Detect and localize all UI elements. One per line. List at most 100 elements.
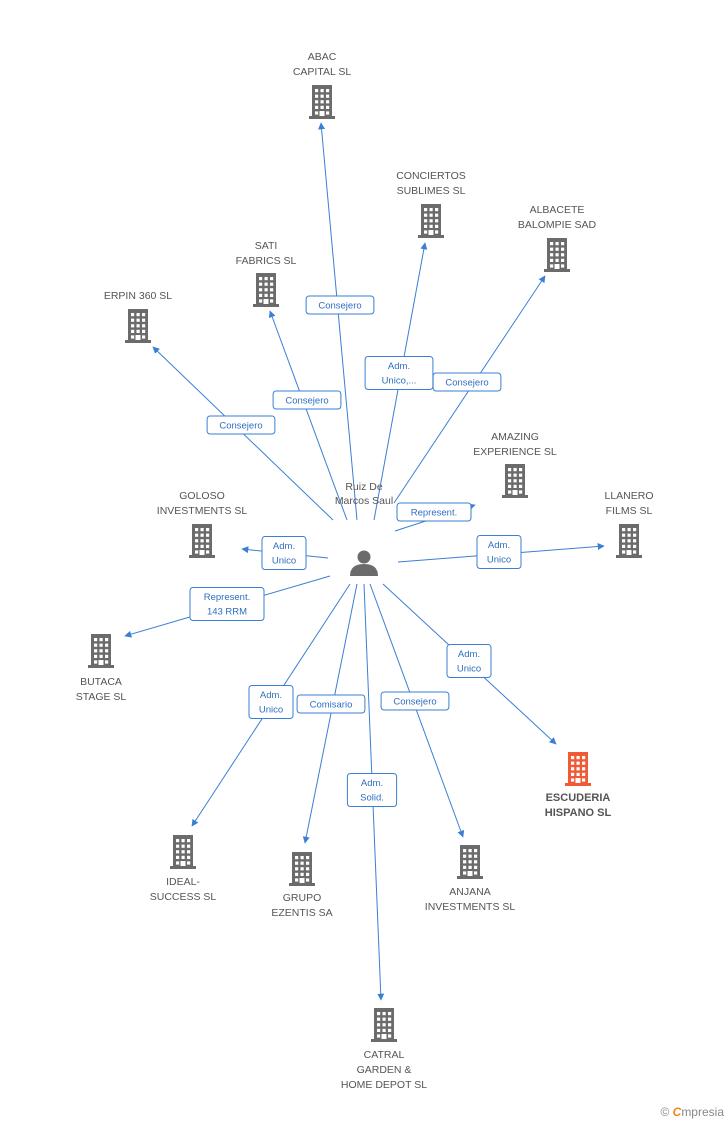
company-name-line: ERPIN 360 SL: [104, 290, 172, 302]
relation-label-box: [396, 502, 472, 522]
relation-label[interactable]: Adm.Unico: [248, 685, 294, 719]
person-name-line: Marcos Saul: [335, 495, 393, 507]
company-name-line: INVESTMENTS SL: [425, 901, 516, 913]
relation-label-text: Consejero: [219, 421, 262, 432]
relation-label[interactable]: Consejero: [380, 691, 450, 711]
brand-name: mpresia: [681, 1105, 724, 1119]
relation-label-box: [364, 356, 434, 390]
building-icon: [616, 524, 642, 558]
relation-label[interactable]: Adm.Unico,...: [364, 356, 434, 390]
company-node-erpin[interactable]: ERPIN 360 SL: [104, 290, 172, 343]
company-name-line: SATI: [255, 240, 278, 252]
company-name-line: GOLOSO: [179, 490, 225, 502]
company-name-line: BUTACA: [80, 676, 122, 688]
relation-label[interactable]: Consejero: [305, 295, 375, 315]
relation-label-text: Unico: [457, 664, 481, 675]
relation-label[interactable]: Consejero: [272, 390, 342, 410]
relation-label-box: [305, 295, 375, 315]
company-node-escuderia[interactable]: ESCUDERIA HISPANO SL: [545, 752, 612, 819]
relation-label-text: Adm.: [488, 540, 510, 551]
relation-label-box: [248, 685, 294, 719]
company-name-line: FILMS SL: [606, 505, 653, 517]
relation-label-box: [432, 372, 502, 392]
company-name-line: INVESTMENTS SL: [157, 505, 248, 517]
relation-label-text: Represent.: [204, 592, 250, 603]
relation-label[interactable]: Consejero: [432, 372, 502, 392]
empresia-watermark[interactable]: © Cmpresia: [660, 1105, 724, 1119]
company-node-ideal[interactable]: IDEAL-SUCCESS SL: [150, 835, 217, 903]
building-icon: [371, 1008, 397, 1042]
relation-label[interactable]: Adm. Unico: [476, 535, 522, 569]
edge-anjana: Consejero: [369, 583, 465, 838]
relation-label-text: Adm.: [458, 649, 480, 660]
edge-abac: Consejero: [305, 122, 375, 521]
building-icon: [418, 204, 444, 238]
company-name-line: EXPERIENCE SL: [473, 446, 557, 458]
relation-label-box: [189, 587, 265, 621]
relation-label-box: [296, 694, 366, 714]
building-icon: [544, 238, 570, 272]
building-icon: [170, 835, 196, 869]
company-name-line: EZENTIS SA: [271, 907, 332, 919]
relation-label[interactable]: Represent.: [396, 502, 472, 522]
relation-label[interactable]: Represent.143 RRM: [189, 587, 265, 621]
company-node-amazing[interactable]: AMAZING EXPERIENCE SL: [473, 431, 557, 498]
relation-label-text: Consejero: [445, 378, 488, 389]
company-name-line: ABAC: [308, 51, 337, 63]
relation-label[interactable]: Adm.Solid.: [346, 773, 398, 807]
company-node-goloso[interactable]: GOLOSO INVESTMENTS SL: [157, 490, 248, 558]
relation-label-box: [261, 536, 307, 570]
relation-label-text: Unico: [487, 555, 511, 566]
brand-initial: C: [672, 1105, 682, 1119]
relation-label-box: [380, 691, 450, 711]
building-icon: [125, 309, 151, 343]
building-icon: [565, 752, 591, 786]
relation-label-text: Consejero: [285, 396, 328, 407]
building-icon: [309, 85, 335, 119]
company-name-line: HISPANO SL: [545, 807, 612, 819]
company-name-line: SUBLIMES SL: [397, 185, 466, 197]
company-name-line: ALBACETE: [530, 204, 585, 216]
company-name-line: LLANERO: [604, 490, 653, 502]
edge-catral: Adm.Solid.: [346, 583, 398, 1001]
company-node-sati[interactable]: SATI FABRICS SL: [236, 240, 297, 307]
edge-amazing: Represent.: [394, 502, 476, 532]
building-icon: [457, 845, 483, 879]
relation-label-text: Adm.: [361, 778, 383, 789]
company-name-line: AMAZING: [491, 431, 539, 443]
relation-label[interactable]: Adm.Unico: [261, 536, 307, 570]
company-name-line: SUCCESS SL: [150, 891, 217, 903]
relation-label-text: Unico,...: [382, 376, 417, 387]
relation-label[interactable]: Consejero: [206, 415, 276, 435]
relation-label-text: Unico: [272, 556, 296, 567]
building-icon: [189, 524, 215, 558]
company-node-conciertos[interactable]: CONCIERTOS SUBLIMES SL: [396, 170, 466, 238]
relation-label-text: Comisario: [310, 700, 353, 711]
relation-label-box: [206, 415, 276, 435]
edge-llanero: Adm. Unico: [397, 535, 605, 569]
relation-label-text: Unico: [259, 705, 283, 716]
relation-label[interactable]: Comisario: [296, 694, 366, 714]
company-name-line: ESCUDERIA: [546, 792, 611, 804]
company-name-line: FABRICS SL: [236, 255, 297, 267]
company-name-line: CONCIERTOS: [396, 170, 466, 182]
edge-butaca: Represent.143 RRM: [124, 575, 331, 638]
person-icon[interactable]: [350, 550, 378, 577]
relation-label-box: [476, 535, 522, 569]
company-node-albacete[interactable]: ALBACETE BALOMPIE SAD: [518, 204, 597, 272]
relation-label[interactable]: Adm. Unico: [446, 644, 492, 678]
edge-line: [318, 122, 358, 521]
company-node-llanero[interactable]: LLANERO FILMS SL: [604, 490, 654, 558]
relation-label-box: [346, 773, 398, 807]
edge-sati: Consejero: [268, 310, 348, 521]
relation-label-text: Consejero: [393, 697, 436, 708]
company-name-line: BALOMPIE SAD: [518, 219, 597, 231]
company-name-line: CATRAL: [364, 1049, 405, 1061]
